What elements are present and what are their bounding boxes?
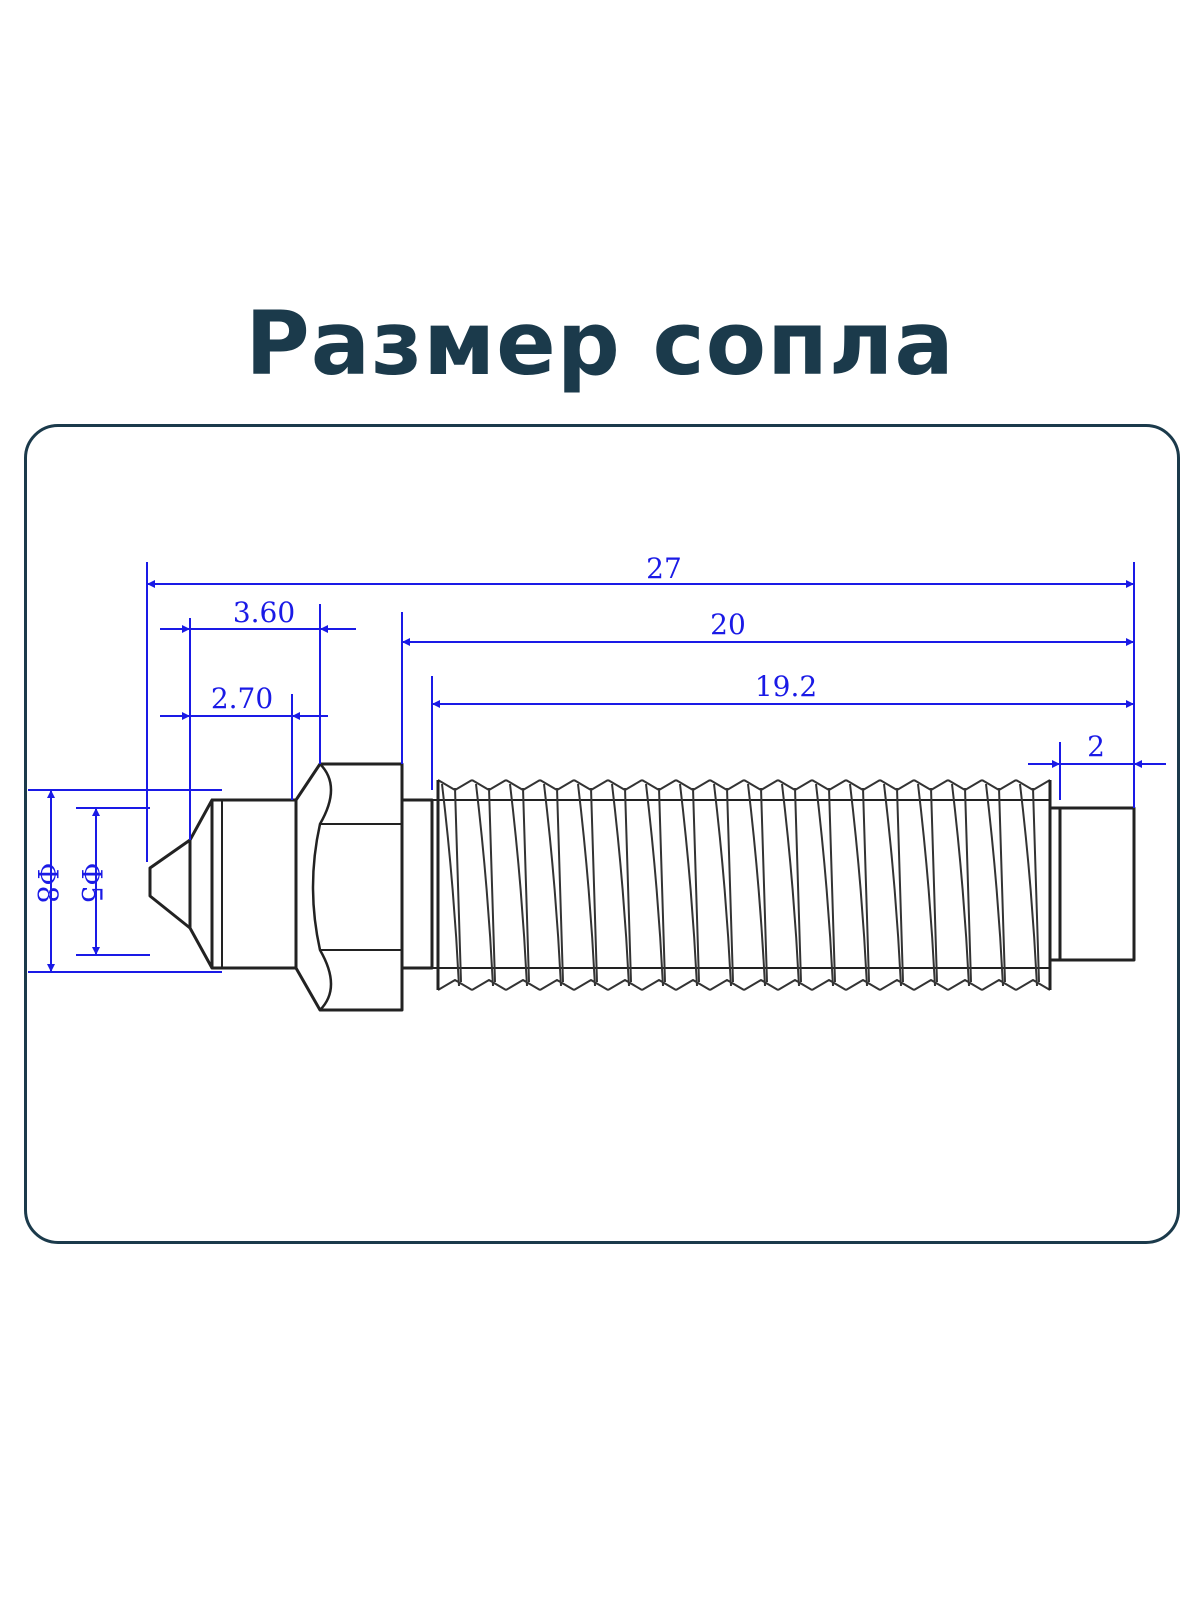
- drawing-frame: [24, 424, 1180, 1244]
- dim-label-tip-cone: 2.70: [211, 682, 273, 715]
- nozzle-part: [148, 762, 1136, 1012]
- dim-label-overall: 27: [646, 552, 682, 585]
- dim-label-diameter-outer: Φ8: [31, 863, 64, 904]
- dim-label-thread-section: 20: [710, 608, 746, 641]
- dimension-lines: [28, 562, 1166, 973]
- nozzle-thread-lines: [436, 779, 1052, 991]
- nozzle-end-sleeve: [1058, 806, 1136, 962]
- dim-label-end: 2: [1087, 730, 1105, 763]
- dim-label-thread: 19.2: [755, 670, 817, 703]
- page-title: Размер сопла: [245, 292, 955, 395]
- nozzle-tip-body: [188, 798, 214, 970]
- dim-label-diameter-tip: Φ5: [75, 863, 108, 904]
- thread-teeth: [437, 779, 1051, 991]
- dim-label-tip: 3.60: [233, 596, 295, 629]
- thread-edges: [436, 780, 1052, 990]
- nozzle-tip-cone: [148, 838, 191, 930]
